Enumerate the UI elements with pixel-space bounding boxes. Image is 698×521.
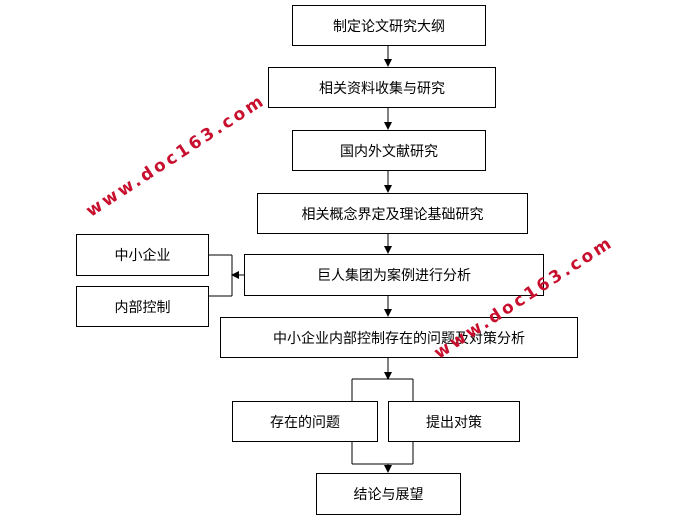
- step-make-outline: 制定论文研究大纲: [292, 5, 486, 46]
- step-concepts-theory: 相关概念界定及理论基础研究: [257, 193, 528, 234]
- side-input-internal-control: 内部控制: [76, 286, 209, 327]
- step-collect-materials: 相关资料收集与研究: [268, 67, 496, 108]
- step-problems-countermeasures: 中小企业内部控制存在的问题及对策分析: [220, 317, 578, 358]
- step-existing-problems: 存在的问题: [232, 401, 378, 442]
- step-conclusion: 结论与展望: [316, 473, 461, 515]
- step-propose-countermeasures: 提出对策: [388, 401, 520, 442]
- step-literature-review: 国内外文献研究: [292, 130, 486, 171]
- side-input-sme: 中小企业: [76, 234, 209, 276]
- step-case-analysis: 巨人集团为案例进行分析: [244, 254, 544, 296]
